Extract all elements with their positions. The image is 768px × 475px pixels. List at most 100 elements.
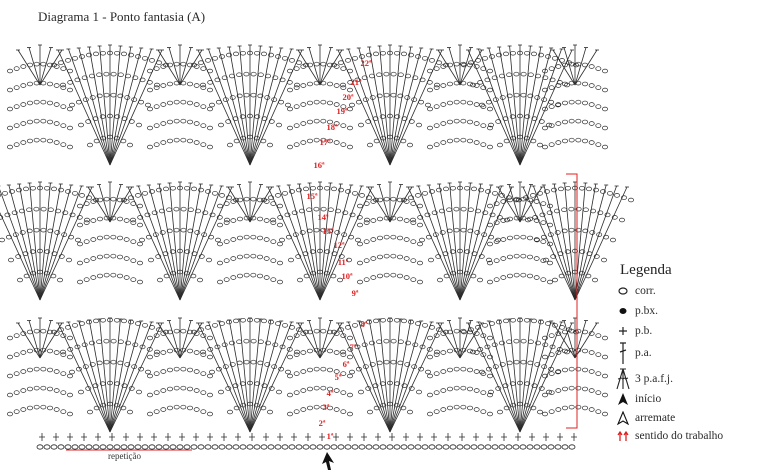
chain-stitch xyxy=(180,61,187,67)
double-crochet xyxy=(522,186,576,301)
chain-stitch xyxy=(537,142,543,148)
chain-stitch xyxy=(422,56,428,61)
chain-stitch xyxy=(491,342,498,347)
chain-stitch xyxy=(390,359,397,365)
chain-stitch xyxy=(433,371,440,376)
chain-stitch xyxy=(531,383,538,388)
chain-stitch xyxy=(338,254,345,259)
chain-stitch xyxy=(87,142,93,148)
chain-stitch xyxy=(498,444,506,450)
chain-stitch xyxy=(500,199,507,204)
chain-stitch xyxy=(240,135,247,141)
chain-stitch xyxy=(86,195,92,200)
chain-stitch xyxy=(527,197,533,203)
chain-stitch xyxy=(542,335,548,341)
chain-stitch xyxy=(436,327,442,332)
chain-stitch xyxy=(36,444,44,450)
double-crochet xyxy=(109,45,121,166)
chain-stitch xyxy=(541,364,548,369)
chain-stitch xyxy=(467,207,474,212)
chain-stitch xyxy=(320,385,327,391)
chain-stitch xyxy=(60,66,67,71)
double-crochet xyxy=(533,185,576,301)
chain-stitch xyxy=(440,407,447,412)
chain-stitch xyxy=(13,371,20,376)
chain-stitch xyxy=(487,354,493,360)
single-crochet xyxy=(179,433,185,441)
chain-stitch xyxy=(547,279,553,285)
legend-label: 3 p.a.f.j. xyxy=(635,373,674,385)
chain-stitch xyxy=(433,352,440,357)
chain-stitch xyxy=(403,218,410,223)
chain-stitch xyxy=(460,366,467,372)
chain-stitch xyxy=(585,273,592,279)
chain-stitch xyxy=(439,230,446,235)
chain-arch xyxy=(542,118,608,131)
chain-stitch xyxy=(307,119,313,125)
chain-stitch xyxy=(229,362,236,367)
chain-stitch xyxy=(173,385,180,391)
chain-stitch xyxy=(513,253,520,259)
chain-stitch xyxy=(291,210,298,215)
chain-stitch xyxy=(85,386,92,391)
chain-stitch xyxy=(125,73,132,79)
chain-stitch xyxy=(349,369,355,375)
double-crochet xyxy=(39,182,51,301)
chain-stitch xyxy=(236,339,243,344)
row-number: 13ª xyxy=(322,226,334,236)
chain-stitch xyxy=(487,87,493,93)
chain-stitch xyxy=(338,187,344,193)
chain-stitch xyxy=(595,123,602,128)
chain-stitch xyxy=(307,100,313,106)
chain-stitch xyxy=(135,321,141,326)
chain-stitch xyxy=(401,116,408,121)
chain-stitch xyxy=(298,208,305,214)
chain-stitch xyxy=(153,352,160,357)
chain-stitch xyxy=(366,319,372,325)
chain-stitch xyxy=(103,234,110,240)
chain-stitch xyxy=(519,444,527,450)
chain-stitch xyxy=(215,237,221,243)
chain-stitch xyxy=(200,390,207,395)
chain-stitch xyxy=(433,409,440,414)
chain-stitch xyxy=(135,54,141,59)
chain-stitch xyxy=(40,227,47,233)
chain-stitch xyxy=(149,58,155,63)
chain-stitch xyxy=(347,373,353,379)
chain-stitch xyxy=(380,317,386,323)
chain-stitch xyxy=(602,87,608,93)
chain-arch xyxy=(497,401,543,415)
chain-stitch xyxy=(264,95,271,100)
row-number: 18ª xyxy=(326,122,338,132)
chain-stitch xyxy=(363,201,370,206)
chain-stitch xyxy=(470,444,478,450)
chain-stitch xyxy=(307,386,313,392)
repeat-rows-bracket xyxy=(566,173,578,429)
chain-stitch xyxy=(20,388,27,393)
chain-stitch xyxy=(277,203,283,209)
chain-stitch xyxy=(347,335,353,341)
chain-stitch xyxy=(261,116,268,121)
chain-stitch xyxy=(282,56,288,61)
chain-stitch xyxy=(47,386,53,392)
chain-stitch xyxy=(84,217,90,223)
chain-stitch xyxy=(568,366,575,372)
double-crochet xyxy=(288,184,321,301)
chain-stitch xyxy=(230,256,237,261)
chain-arch xyxy=(227,401,273,415)
chain-stitch xyxy=(564,249,571,254)
chain-stitch xyxy=(499,362,506,367)
chain-stitch xyxy=(561,444,569,450)
chain-stitch xyxy=(302,444,310,450)
single-crochet xyxy=(39,433,45,441)
chain-stitch xyxy=(523,402,530,408)
chain-stitch xyxy=(89,362,96,367)
chain-stitch xyxy=(427,125,433,131)
double-crochet xyxy=(488,47,521,166)
double-crochet xyxy=(574,183,597,301)
chain-stitch xyxy=(347,354,353,360)
chain-stitch xyxy=(447,386,453,392)
chain-stitch xyxy=(450,185,456,191)
chain-stitch xyxy=(131,97,138,102)
double-crochet xyxy=(0,212,41,301)
